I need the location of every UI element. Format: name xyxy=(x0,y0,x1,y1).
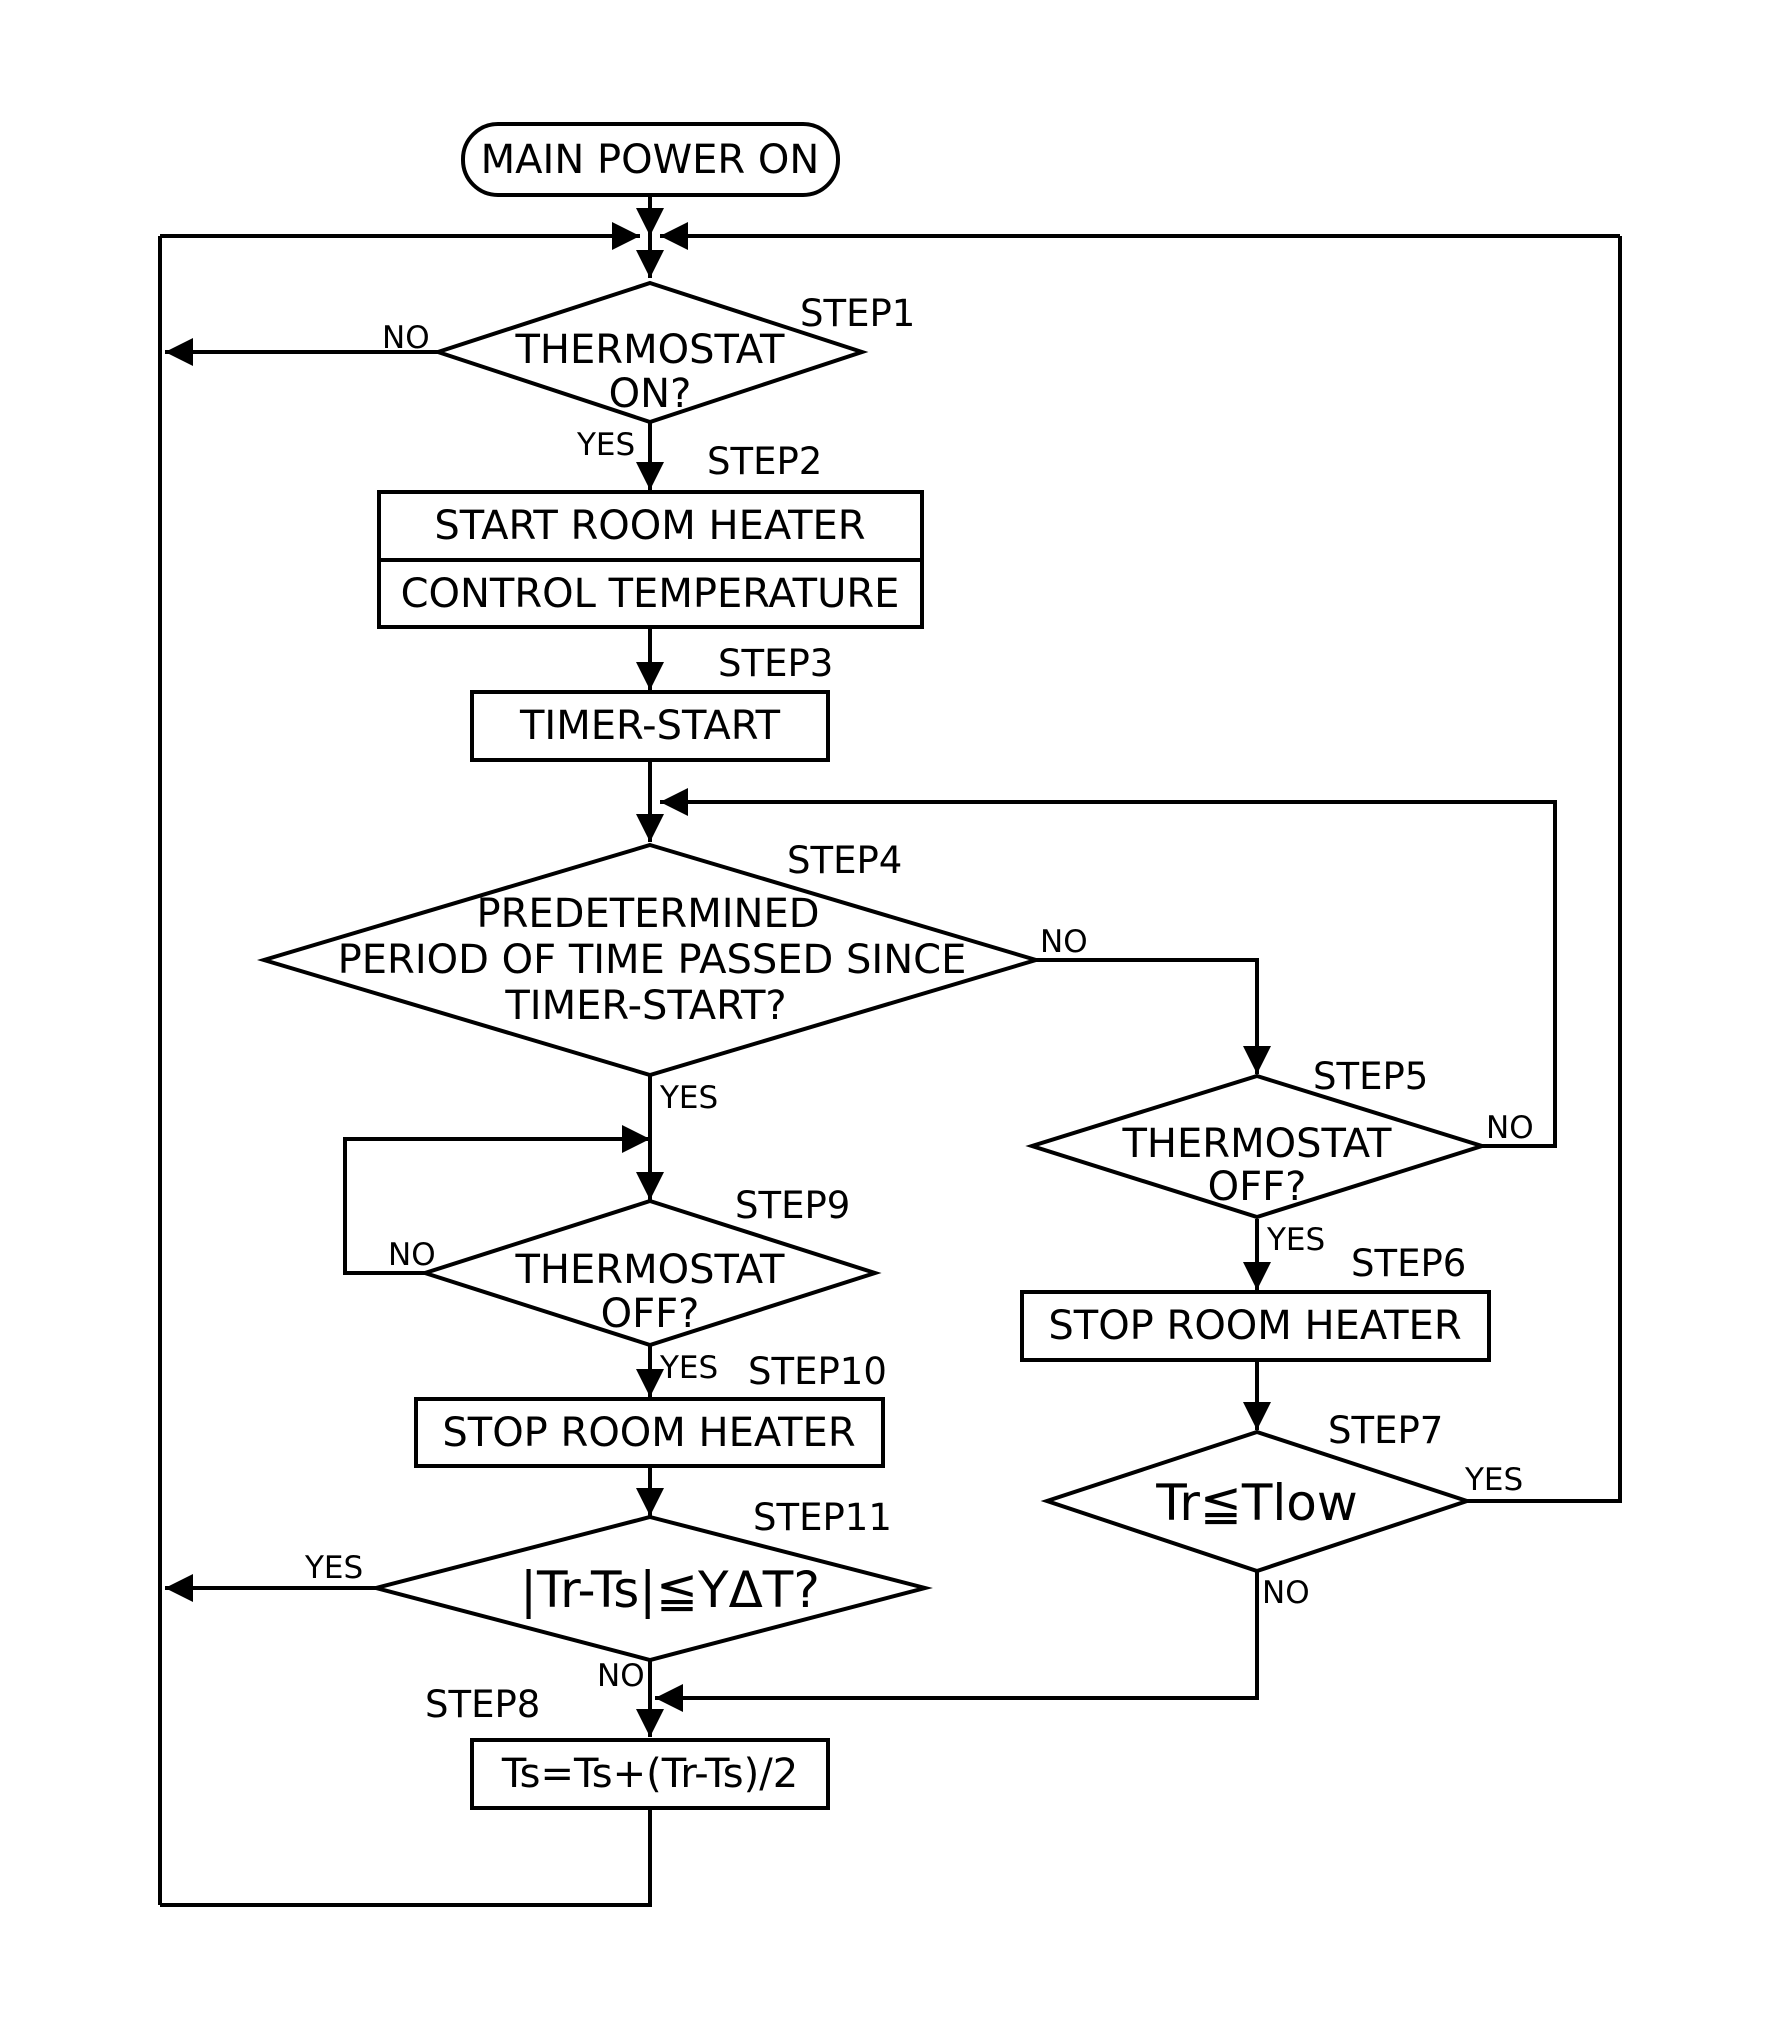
start-text: MAIN POWER ON xyxy=(481,137,820,183)
step2-line2: CONTROL TEMPERATURE xyxy=(401,571,900,617)
step1-label: STEP1 xyxy=(800,292,915,335)
step4-line3: TIMER-START? xyxy=(504,983,786,1029)
step10-process: STOP ROOM HEATER xyxy=(416,1399,883,1466)
step7-decision: Tr≦Tlow xyxy=(1047,1432,1467,1571)
connector-step4-no xyxy=(1036,960,1257,1074)
step8-text: Ts=Ts+(Tr-Ts)/2 xyxy=(501,1751,798,1797)
step7-no-label: NO xyxy=(1262,1575,1310,1611)
step9-line1: THERMOSTAT xyxy=(515,1247,786,1293)
step5-yes-label: YES xyxy=(1266,1222,1325,1258)
step5-label: STEP5 xyxy=(1313,1055,1428,1098)
step6-label: STEP6 xyxy=(1351,1242,1466,1285)
step2-process: START ROOM HEATER CONTROL TEMPERATURE xyxy=(379,492,922,627)
step11-label: STEP11 xyxy=(753,1496,892,1539)
step4-line2: PERIOD OF TIME PASSED SINCE xyxy=(338,937,967,983)
step1-line1: THERMOSTAT xyxy=(515,327,786,373)
step8-process: Ts=Ts+(Tr-Ts)/2 xyxy=(472,1740,828,1808)
step6-text: STOP ROOM HEATER xyxy=(1048,1303,1461,1349)
step6-process: STOP ROOM HEATER xyxy=(1022,1292,1489,1360)
step1-no-label: NO xyxy=(382,320,430,356)
connector-step8-return xyxy=(160,1808,650,1905)
step1-decision: THERMOSTAT ON? xyxy=(438,283,862,422)
step9-yes-label: YES xyxy=(659,1350,718,1386)
step3-text: TIMER-START xyxy=(519,703,781,749)
step7-label: STEP7 xyxy=(1328,1409,1443,1452)
step2-line1: START ROOM HEATER xyxy=(434,503,865,549)
step8-label: STEP8 xyxy=(425,1683,540,1726)
step9-no-label: NO xyxy=(388,1237,436,1273)
step1-yes-label: YES xyxy=(576,427,635,463)
step5-line1: THERMOSTAT xyxy=(1122,1121,1393,1167)
step3-label: STEP3 xyxy=(718,642,833,685)
step10-label: STEP10 xyxy=(748,1350,887,1393)
start-terminal: MAIN POWER ON xyxy=(463,124,838,195)
step9-line2: OFF? xyxy=(601,1291,700,1337)
step5-line2: OFF? xyxy=(1208,1164,1307,1210)
step11-yes-label: YES xyxy=(304,1550,363,1586)
step5-no-label: NO xyxy=(1486,1110,1534,1146)
step11-text: |Tr-Ts|≦YΔT? xyxy=(520,1561,820,1619)
step7-yes-label: YES xyxy=(1464,1462,1523,1498)
step4-yes-label: YES xyxy=(659,1080,718,1116)
step4-label: STEP4 xyxy=(787,839,902,882)
step4-line1: PREDETERMINED xyxy=(476,891,819,937)
step10-text: STOP ROOM HEATER xyxy=(442,1410,855,1456)
step2-label: STEP2 xyxy=(707,440,822,483)
step9-label: STEP9 xyxy=(735,1184,850,1227)
step4-decision: PREDETERMINED PERIOD OF TIME PASSED SINC… xyxy=(264,845,1036,1075)
connectors xyxy=(160,195,1620,1905)
step3-process: TIMER-START xyxy=(472,692,828,760)
step11-no-label: NO xyxy=(597,1658,645,1694)
step4-no-label: NO xyxy=(1040,924,1088,960)
step1-line2: ON? xyxy=(609,371,692,417)
step7-text: Tr≦Tlow xyxy=(1155,1474,1358,1532)
